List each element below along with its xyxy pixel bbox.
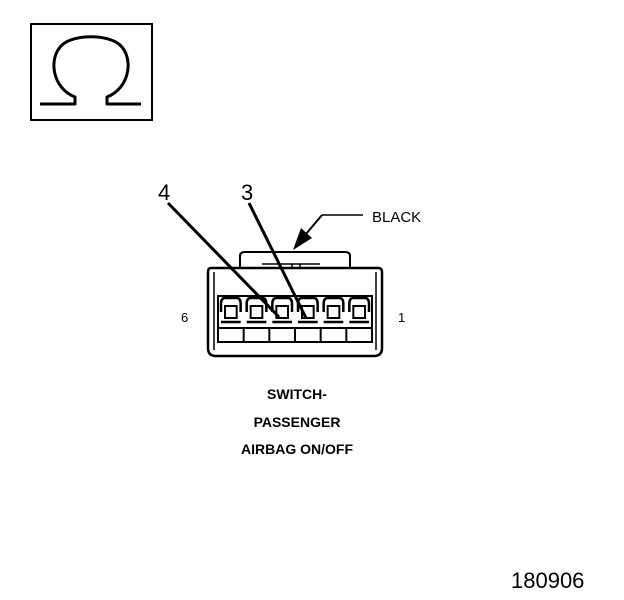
color-pointer [293, 214, 363, 250]
leader-pin-3 [247, 202, 308, 319]
caption-line-1: SWITCH- [267, 386, 327, 402]
leader-pin-4 [166, 201, 281, 319]
caption-line-3: AIRBAG ON/OFF [241, 441, 353, 457]
terminal-cavity [319, 296, 345, 342]
callout-pin-4: 4 [158, 180, 170, 205]
callout-pin-3: 3 [241, 180, 253, 205]
terminal-cavity [242, 296, 268, 342]
end-pin-label-right: 1 [398, 310, 405, 325]
figure-id: 180906 [511, 568, 584, 593]
callout-leaders [166, 201, 308, 319]
end-pin-label-left: 6 [181, 310, 188, 325]
terminal-cavity [219, 296, 242, 324]
terminal-cavity [268, 296, 294, 342]
ohm-symbol-icon [30, 23, 153, 121]
terminal-cavity [345, 296, 371, 342]
caption-line-2: PASSENGER [254, 414, 341, 430]
connector-color-label: BLACK [372, 209, 421, 226]
